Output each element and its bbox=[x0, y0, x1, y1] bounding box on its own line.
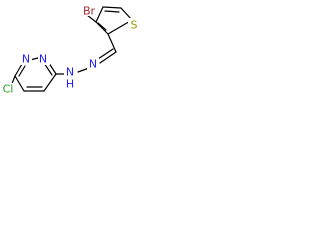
bromine-label: Br bbox=[83, 5, 96, 18]
bond-c4-c5-double bbox=[104, 10, 120, 13]
atom-labels: Br S N N N N H Cl bbox=[0, 3, 139, 96]
amine-hydrogen-label: H bbox=[66, 78, 74, 91]
pyridazine-nitrogen-1-label: N bbox=[22, 53, 30, 66]
chlorine-label: Cl bbox=[3, 83, 14, 96]
bond-ch-n bbox=[99, 51, 117, 64]
bond-n1-c6 bbox=[14, 63, 23, 77]
bond-c2-c3-double bbox=[97, 22, 107, 31]
bond-n1-c6-double bbox=[18, 65, 26, 77]
pyridazine-nitrogen-2-label: N bbox=[39, 53, 47, 66]
hydrazone-nitrogen-label: N bbox=[89, 58, 97, 71]
bond-c4-c5 bbox=[102, 6, 122, 9]
bond-c3-br bbox=[86, 14, 97, 23]
bond-c4-c3 bbox=[43, 73, 57, 92]
amine-nitrogen-label: N bbox=[66, 66, 74, 79]
chemical-structure: Br S N N N N H Cl bbox=[0, 3, 139, 96]
bond-c2-ch bbox=[107, 33, 117, 53]
bond-c2-c3 bbox=[95, 21, 109, 35]
sulfur-label: S bbox=[131, 19, 138, 32]
bond-ch-n-double bbox=[97, 48, 114, 60]
bond-c3-c4 bbox=[95, 6, 104, 23]
bond-c6-c5 bbox=[14, 75, 25, 92]
